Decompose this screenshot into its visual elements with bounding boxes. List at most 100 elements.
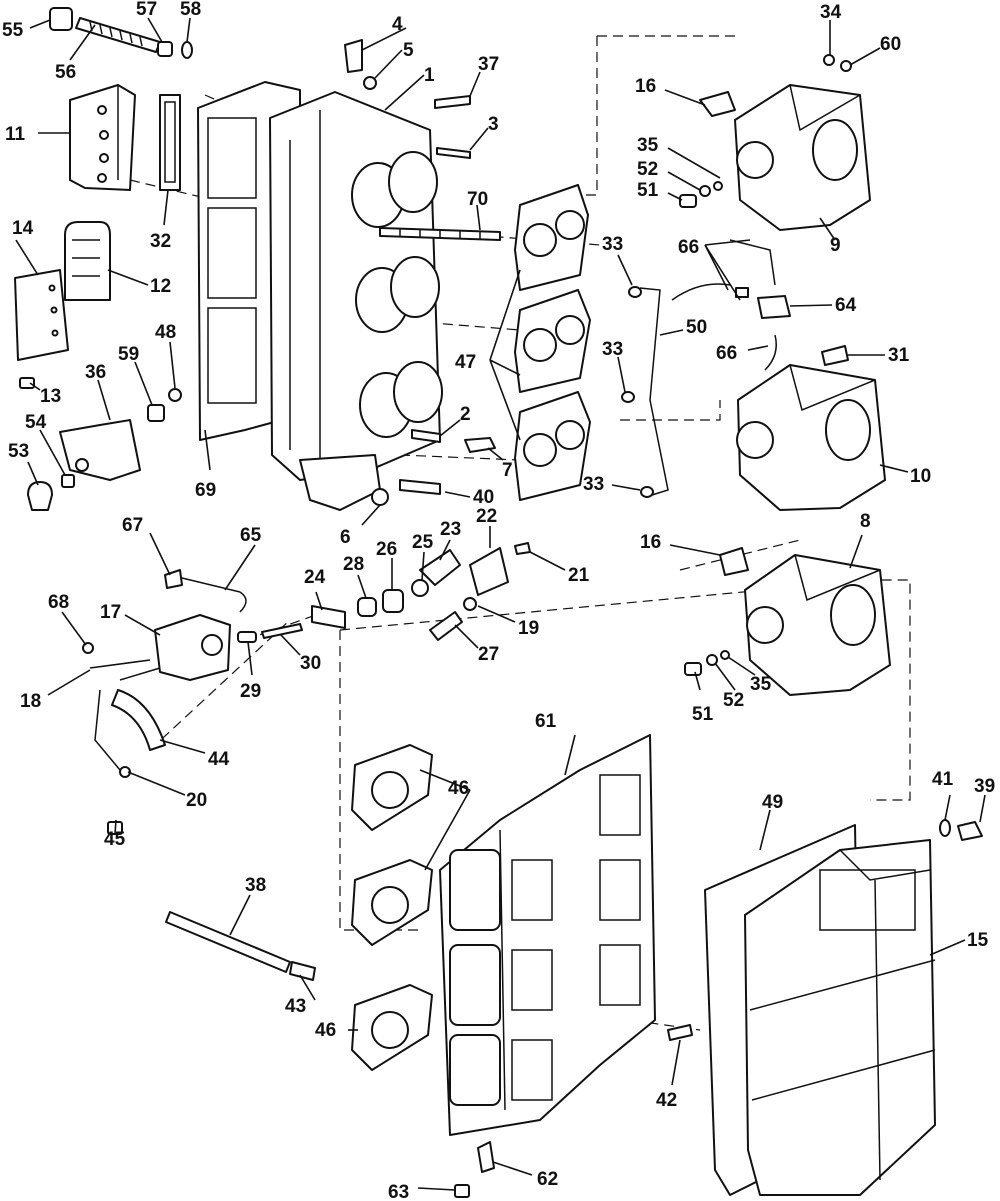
callout-48: 48	[155, 322, 176, 343]
callout-46-bottom: 46	[315, 1020, 336, 1041]
callout-1: 1	[424, 65, 435, 86]
callout-5: 5	[403, 40, 414, 61]
reed-plate-14	[14, 269, 69, 361]
callout-47: 47	[455, 352, 476, 373]
callout-24: 24	[304, 567, 326, 588]
callout-39: 39	[974, 776, 995, 797]
carburetor-8	[744, 554, 891, 696]
callout-61: 61	[535, 711, 557, 732]
silencer-base-61	[439, 734, 656, 1136]
callout-4: 4	[392, 14, 403, 35]
solenoid-17	[154, 614, 231, 681]
studs-3-37-70	[379, 95, 501, 241]
callout-13: 13	[40, 386, 61, 407]
callout-50: 50	[686, 317, 707, 338]
callout-22: 22	[476, 506, 497, 527]
callout-2: 2	[460, 404, 471, 425]
callout-9: 9	[830, 235, 841, 256]
callout-6: 6	[340, 527, 351, 548]
callout-25: 25	[412, 532, 434, 553]
callout-52-top: 52	[637, 159, 658, 180]
callout-40: 40	[473, 487, 494, 508]
callout-15: 15	[967, 930, 989, 951]
callout-23: 23	[440, 519, 461, 540]
fuel-hoses-66	[671, 239, 791, 371]
callout-7: 7	[502, 460, 513, 481]
callout-56: 56	[55, 62, 76, 83]
silencer-cover-15	[744, 839, 936, 1196]
callout-57: 57	[136, 0, 157, 20]
callout-62: 62	[537, 1169, 558, 1190]
carburetor-9	[734, 84, 871, 231]
bracket-62-63	[454, 1024, 693, 1198]
callout-52-bottom: 52	[723, 690, 744, 711]
bracket-4-5	[344, 39, 377, 90]
callout-45: 45	[104, 829, 126, 850]
callout-51-top: 51	[637, 180, 659, 201]
callout-10: 10	[910, 466, 931, 487]
reed-cover-11	[69, 84, 136, 191]
callout-44: 44	[208, 749, 230, 770]
callout-20: 20	[186, 790, 207, 811]
callout-42: 42	[656, 1090, 677, 1111]
callout-29: 29	[240, 681, 261, 702]
callout-49: 49	[762, 792, 783, 813]
callout-12: 12	[150, 276, 171, 297]
washer-screw-39-41	[939, 819, 983, 841]
callout-63: 63	[388, 1182, 409, 1201]
callout-46-top: 46	[448, 778, 469, 799]
callout-27: 27	[478, 644, 499, 665]
choke-cover-36	[59, 419, 141, 481]
callout-8: 8	[860, 511, 871, 532]
callout-51-bottom: 51	[692, 704, 714, 725]
callout-16-top: 16	[635, 76, 656, 97]
callout-65: 65	[240, 525, 262, 546]
callout-43: 43	[285, 996, 306, 1017]
callout-66-bottom: 66	[716, 343, 737, 364]
solenoid-hardware	[82, 542, 531, 835]
callout-67: 67	[122, 515, 143, 536]
callout-19: 19	[518, 618, 539, 639]
callout-3: 3	[488, 114, 499, 135]
intake-manifold-1	[269, 91, 443, 511]
callout-33-middle: 33	[602, 339, 623, 360]
gasket-32	[159, 94, 181, 191]
callout-16-bottom: 16	[640, 532, 661, 553]
callout-64: 64	[835, 295, 857, 316]
screw-hardware-55-58	[49, 7, 193, 59]
callout-58: 58	[180, 0, 201, 20]
callout-59: 59	[118, 344, 139, 365]
callout-66-top: 66	[678, 237, 699, 258]
callout-17: 17	[100, 602, 121, 623]
callout-70: 70	[467, 189, 488, 210]
callout-26: 26	[376, 539, 397, 560]
callout-36: 36	[85, 362, 106, 383]
carburetor-hardware	[679, 54, 852, 676]
callout-35-top: 35	[637, 135, 659, 156]
reed-valve-12	[64, 221, 111, 301]
callout-31: 31	[888, 345, 910, 366]
callout-33-bottom: 33	[583, 474, 604, 495]
link-rod-50	[621, 286, 669, 498]
callout-35-bottom: 35	[750, 674, 772, 695]
callout-18: 18	[20, 691, 41, 712]
carburetor-gaskets-47	[514, 184, 591, 501]
callout-33-top: 33	[602, 234, 623, 255]
callout-60: 60	[880, 34, 901, 55]
callout-30: 30	[300, 653, 321, 674]
gaskets-46	[351, 744, 433, 1071]
small-hardware-left	[19, 377, 182, 511]
callout-11: 11	[5, 124, 26, 145]
callout-34: 34	[820, 2, 842, 23]
callout-41: 41	[932, 769, 954, 790]
callout-21: 21	[568, 565, 590, 586]
callout-69: 69	[195, 480, 216, 501]
callout-55: 55	[2, 20, 24, 41]
callout-37: 37	[478, 54, 499, 75]
carburetor-10	[736, 364, 886, 511]
callout-32: 32	[150, 231, 171, 252]
callout-28: 28	[343, 554, 364, 575]
callout-14: 14	[12, 218, 34, 239]
